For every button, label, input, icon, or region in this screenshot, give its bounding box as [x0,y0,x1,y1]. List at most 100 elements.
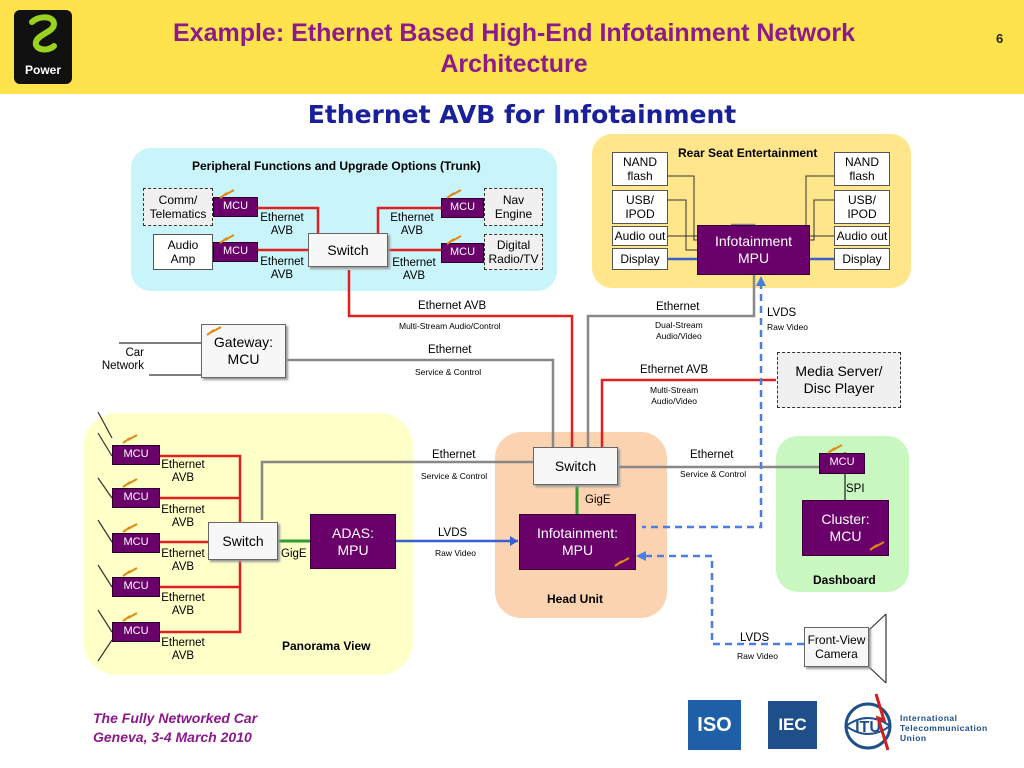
mcu-pano-5: MCU [112,622,160,642]
bolt-icon [869,541,885,551]
peripheral-switch: Switch [308,233,388,267]
title-line-1: Example: Ethernet Based High-End Infotai… [172,19,856,47]
lvds-top-label: LVDS [767,307,797,319]
rear-seat-title: Rear Seat Entertainment [678,146,818,160]
mcu-pano-1: MCU [112,445,160,465]
bolt-icon [122,567,138,577]
digital-radio-line-1: Digital [496,238,531,252]
comm-telematics-box: Comm/ Telematics [143,188,213,226]
nav-engine-box: Nav Engine [484,188,543,226]
header-bar: Power Example: Ethernet Based High-End I… [0,0,1024,94]
digital-radio-line-2: Radio/TV [488,252,539,266]
bolt-icon [827,444,843,454]
mcu-pano-2: MCU [112,488,160,508]
slide-number: 6 [996,31,1004,46]
gige-head-label: GigE [585,494,611,506]
svg-text:ITU: ITU [855,719,881,736]
raw-video-adas-label: Raw Video [435,548,476,558]
nav-engine-line-1: Nav [502,193,525,207]
ethernet-panorama-label: Ethernet [432,449,476,461]
adas-mpu-box: ADAS:MPU [310,514,396,569]
dashboard-title: Dashboard [813,573,876,587]
raw-video-top-label: Raw Video [767,322,808,332]
panorama-switch: Switch [208,522,278,560]
display-right: Display [834,248,890,270]
usb-ipod-left: USB/IPOD [612,190,668,224]
mcu-nav: MCU [441,198,484,218]
itu-logo: ITU [844,693,892,751]
mcu-comm: MCU [213,197,258,217]
bolt-icon [122,434,138,444]
eth-avb-media-label: Ethernet AVB [640,364,709,376]
usb-ipod-right: USB/IPOD [834,190,890,224]
service-control-gateway-label: Service & Control [415,367,482,377]
mcu-pano-4: MCU [112,577,160,597]
head-infotainment-mpu: Infotainment:MPU [519,514,636,570]
lvds-adas-label: LVDS [438,527,468,539]
display-left: Display [612,248,668,270]
mcu-audio: MCU [213,242,258,262]
bolt-icon [122,478,138,488]
nav-engine-line-2: Engine [494,207,533,221]
bolt-icon [219,189,235,199]
page-title: Example: Ethernet Based High-End Infotai… [84,18,944,80]
audio-amp-line-2: Amp [170,252,196,266]
head-unit-title: Head Unit [547,592,604,606]
panorama-title: Panorama View [282,639,371,653]
audio-amp-line-1: Audio [167,238,199,252]
gateway-mcu-box: Gateway:MCU [201,324,286,378]
eth-avb-top-label: Ethernet AVB [418,300,487,312]
ethernet-dashboard-label: Ethernet [690,449,734,461]
service-control-dashboard-label: Service & Control [680,469,747,479]
itu-name-text: International Telecommunication Union [900,713,988,743]
head-unit-switch: Switch [533,447,618,485]
audio-out-right: Audio out [834,226,890,246]
audio-amp-box: Audio Amp [153,234,213,270]
pano-gige-label: GigE [281,548,307,560]
footer-line-1: The Fully Networked Car [93,710,258,726]
comm-telematics-line-1: Comm/ [158,193,198,207]
bolt-icon [206,326,222,336]
bolt-icon [122,523,138,533]
media-server-box: Media Server/Disc Player [777,352,901,408]
comm-telematics-line-2: Telematics [149,207,207,221]
title-line-2: Architecture [440,50,588,78]
power-logo: Power [14,10,72,84]
service-control-panorama-label: Service & Control [421,471,488,481]
mcu-radio: MCU [441,243,484,263]
bolt-icon [122,612,138,622]
bolt-icon [219,234,235,244]
digital-radio-box: Digital Radio/TV [484,234,543,270]
raw-video-camera-label: Raw Video [737,651,778,661]
mcu-pano-3: MCU [112,533,160,553]
logo-text: Power [24,63,61,77]
iec-logo: IEC [768,701,817,749]
bolt-icon [614,557,630,567]
subtitle: Ethernet AVB for Infotainment [307,100,737,129]
lvds-camera-label: LVDS [740,632,770,644]
audio-out-left: Audio out [612,226,668,246]
multi-stream-audio-control-label: Multi-Stream Audio/Control [399,321,501,331]
ethernet-top-label: Ethernet [656,301,700,313]
iso-logo: ISO [688,700,741,750]
bolt-icon [446,189,462,199]
bolt-icon [446,235,462,245]
spi-label: SPI [846,483,865,495]
footer-text: The Fully Networked Car Geneva, 3-4 Marc… [93,709,257,747]
